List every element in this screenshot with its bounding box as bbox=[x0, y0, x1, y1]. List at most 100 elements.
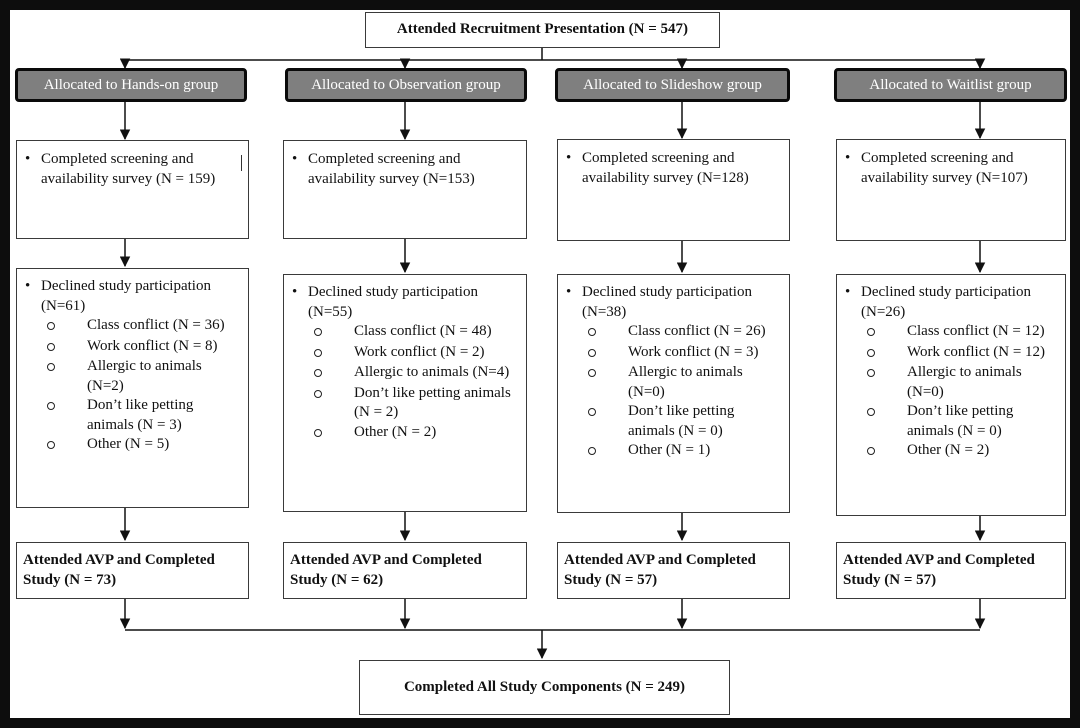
reason-text: Class conflict (N = 12) bbox=[907, 323, 1045, 339]
survey-label: Completed screening and availability sur… bbox=[582, 150, 749, 186]
survey-box-hands-on: • Completed screening and availability su… bbox=[16, 140, 249, 239]
reason-text: Class conflict (N = 26) bbox=[628, 323, 766, 339]
allocation-hands-on: Allocated to Hands-on group bbox=[15, 68, 247, 102]
survey-box-waitlist: •Completed screening and availability su… bbox=[836, 139, 1066, 241]
survey-box-observation: • Completed screening and availability su… bbox=[283, 140, 527, 239]
reasons-list: Class conflict (N = 48) Work conflict (N… bbox=[292, 322, 518, 443]
circle-bullet-icon bbox=[47, 402, 55, 410]
circle-bullet-icon bbox=[47, 322, 55, 330]
list-item: Class conflict (N = 26) bbox=[566, 322, 781, 343]
connector-arrows bbox=[119, 46, 986, 660]
list-item: Work conflict (N = 8) bbox=[25, 337, 240, 358]
circle-bullet-icon bbox=[314, 348, 322, 357]
bullet: • bbox=[566, 284, 572, 300]
list-item: Class conflict (N = 12) bbox=[845, 322, 1057, 343]
list-item: Other (N = 2) bbox=[292, 423, 518, 444]
attended-label: Attended AVP and Completed Study (N = 57… bbox=[843, 552, 1035, 588]
recruitment-box: Attended Recruitment Presentation (N = 5… bbox=[365, 12, 720, 48]
circle-bullet-icon bbox=[314, 428, 322, 437]
completed-all-box: Completed All Study Components (N = 249) bbox=[359, 660, 730, 715]
circle-bullet-icon bbox=[867, 447, 875, 455]
list-item: Don’t like petting animals (N = 2) bbox=[292, 384, 518, 423]
attended-box-slideshow: Attended AVP and Completed Study (N = 57… bbox=[557, 542, 790, 599]
circle-bullet-icon bbox=[588, 408, 596, 416]
circle-bullet-icon bbox=[588, 369, 596, 377]
circle-bullet-icon bbox=[588, 328, 596, 336]
list-item: Allergic to animals (N=2) bbox=[25, 357, 240, 396]
divider bbox=[241, 155, 242, 171]
bullet: • bbox=[25, 278, 31, 294]
attended-box-waitlist: Attended AVP and Completed Study (N = 57… bbox=[836, 542, 1066, 599]
bullet: • bbox=[845, 150, 851, 166]
circle-bullet-icon bbox=[867, 348, 875, 357]
reason-text: Don’t like petting animals (N = 0) bbox=[628, 403, 735, 439]
recruitment-label: Attended Recruitment Presentation (N = 5… bbox=[396, 21, 689, 38]
circle-bullet-icon bbox=[867, 408, 875, 416]
bullet: • bbox=[292, 284, 298, 300]
attended-label: Attended AVP and Completed Study (N = 73… bbox=[23, 552, 215, 588]
reason-text: Other (N = 1) bbox=[628, 442, 711, 458]
completed-all-label: Completed All Study Components (N = 249) bbox=[403, 678, 686, 695]
reasons-list: Class conflict (N = 36) Work conflict (N… bbox=[25, 316, 240, 456]
reason-text: Class conflict (N = 36) bbox=[87, 317, 225, 333]
survey-box-slideshow: • Completed screening and availability su… bbox=[557, 139, 790, 241]
bullet: • bbox=[292, 151, 298, 167]
list-item: Don’t like petting animals (N = 0) bbox=[845, 402, 1057, 441]
allocation-label: Allocated to Observation group bbox=[311, 76, 501, 93]
bullet: • bbox=[25, 151, 31, 167]
list-item: Work conflict (N = 3) bbox=[566, 343, 781, 364]
bullet: • bbox=[566, 150, 572, 166]
reasons-list: Class conflict (N = 12) Work conflict (N… bbox=[845, 322, 1057, 462]
allocation-slideshow: Allocated to Slideshow group bbox=[555, 68, 790, 102]
attended-box-hands-on: Attended AVP and Completed Study (N = 73… bbox=[16, 542, 249, 599]
list-item: Allergic to animals (N=0) bbox=[845, 363, 1057, 402]
circle-bullet-icon bbox=[47, 441, 55, 449]
declined-box-hands-on: • Declined study participation (N=61) Cla… bbox=[16, 268, 249, 508]
reasons-list: Class conflict (N = 26) Work conflict (N… bbox=[566, 322, 781, 462]
declined-label: Declined study participation (N=26) bbox=[861, 284, 1031, 320]
survey-label: Completed screening and availability sur… bbox=[41, 151, 216, 187]
list-item: Class conflict (N = 36) bbox=[25, 316, 240, 337]
reason-text: Other (N = 5) bbox=[87, 436, 170, 452]
circle-bullet-icon bbox=[314, 328, 322, 336]
declined-box-observation: • Declined study participation (N=55) Cla… bbox=[283, 274, 527, 512]
reason-text: Allergic to animals (N=0) bbox=[628, 364, 743, 400]
allocation-waitlist: Allocated to Waitlist group bbox=[834, 68, 1067, 102]
circle-bullet-icon bbox=[867, 328, 875, 336]
list-item: Allergic to animals (N=4) bbox=[292, 363, 518, 384]
allocation-label: Allocated to Waitlist group bbox=[869, 76, 1032, 93]
attended-label: Attended AVP and Completed Study (N = 57… bbox=[564, 552, 756, 588]
survey-label: Completed screening and availability sur… bbox=[308, 151, 475, 187]
flowchart-canvas: Attended Recruitment Presentation (N = 5… bbox=[10, 10, 1070, 718]
attended-label: Attended AVP and Completed Study (N = 62… bbox=[290, 552, 482, 588]
circle-bullet-icon bbox=[47, 342, 55, 351]
reason-text: Work conflict (N = 2) bbox=[354, 343, 485, 360]
reason-text: Other (N = 2) bbox=[354, 423, 437, 440]
list-item: Work conflict (N = 2) bbox=[292, 343, 518, 364]
allocation-label: Allocated to Slideshow group bbox=[583, 76, 762, 93]
list-item: Other (N = 2) bbox=[845, 441, 1057, 462]
allocation-label: Allocated to Hands-on group bbox=[43, 76, 219, 93]
reason-text: Allergic to animals (N=0) bbox=[907, 364, 1022, 400]
bullet: • bbox=[845, 284, 851, 300]
reason-text: Work conflict (N = 8) bbox=[87, 337, 218, 354]
reason-text: Work conflict (N = 12) bbox=[907, 343, 1046, 360]
reason-text: Class conflict (N = 48) bbox=[354, 323, 492, 339]
declined-label: Declined study participation (N=61) bbox=[41, 278, 211, 314]
reason-text: Allergic to animals (N=2) bbox=[87, 358, 202, 394]
circle-bullet-icon bbox=[867, 369, 875, 377]
declined-label: Declined study participation (N=38) bbox=[582, 284, 752, 320]
allocation-observation: Allocated to Observation group bbox=[285, 68, 527, 102]
list-item: Work conflict (N = 12) bbox=[845, 343, 1057, 364]
reason-text: Allergic to animals (N=4) bbox=[354, 364, 510, 380]
list-item: Other (N = 1) bbox=[566, 441, 781, 462]
declined-label: Declined study participation (N=55) bbox=[308, 284, 478, 320]
reason-text: Other (N = 2) bbox=[907, 442, 990, 458]
list-item: Don’t like petting animals (N = 3) bbox=[25, 396, 240, 435]
list-item: Other (N = 5) bbox=[25, 435, 240, 456]
circle-bullet-icon bbox=[588, 447, 596, 455]
reason-text: Don’t like petting animals (N = 3) bbox=[87, 397, 194, 433]
declined-box-slideshow: • Declined study participation (N=38) Cla… bbox=[557, 274, 790, 513]
reason-text: Don’t like petting animals (N = 2) bbox=[354, 384, 511, 421]
circle-bullet-icon bbox=[314, 369, 322, 377]
